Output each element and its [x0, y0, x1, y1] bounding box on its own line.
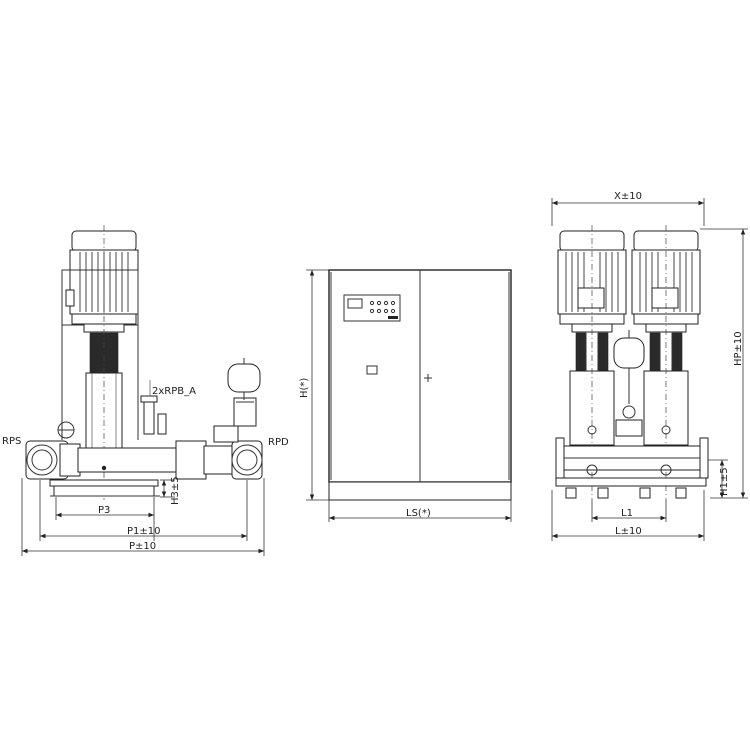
dimensions-cabinet — [306, 269, 512, 522]
label-p1: P1±10 — [127, 526, 161, 537]
manifold-front — [555, 425, 709, 479]
expansion-tank-side — [227, 358, 261, 400]
pump-front-1 — [569, 225, 615, 500]
expansion-tank-front — [613, 330, 645, 437]
label-l1: L1 — [621, 508, 633, 519]
valves-side — [57, 395, 257, 443]
label-h3: H3±5 — [170, 476, 181, 505]
label-l: L±10 — [615, 526, 642, 537]
cabinet-control-panel — [343, 294, 401, 322]
label-hp: HP±10 — [733, 331, 744, 366]
label-p: P±10 — [129, 541, 156, 552]
label-ls: LS(*) — [406, 508, 431, 519]
dimensions-side — [21, 380, 265, 556]
manifold-side — [25, 440, 263, 480]
side-view — [25, 225, 263, 500]
motor-side — [61, 230, 139, 326]
label-h1: H1±5 — [719, 467, 730, 496]
front-view — [555, 225, 709, 500]
pump-front-2 — [643, 225, 689, 500]
label-p3: P3 — [98, 505, 110, 516]
label-rps: RPS — [2, 436, 21, 447]
control-cabinet — [328, 269, 512, 501]
label-h: H(*) — [299, 378, 310, 398]
base-frame-side — [49, 479, 160, 497]
label-x: X±10 — [614, 191, 642, 202]
label-rpd: RPD — [268, 437, 289, 448]
dimensions-front — [551, 198, 748, 541]
base-frame-front — [555, 477, 707, 499]
label-rpb: 2xRPB_A — [152, 386, 196, 397]
cabinet-lock — [366, 365, 378, 375]
